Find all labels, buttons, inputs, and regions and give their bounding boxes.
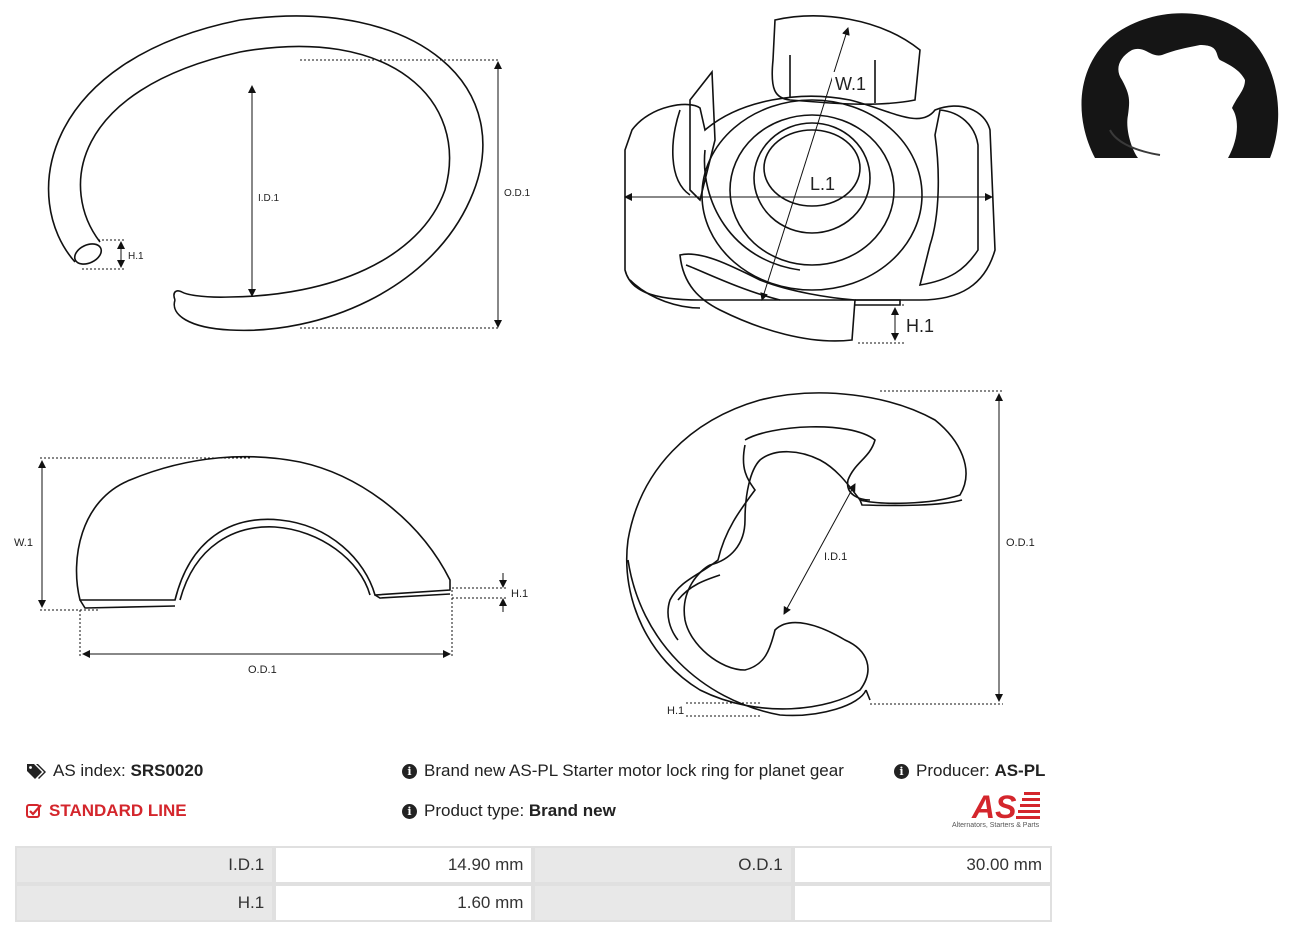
ring-top-drawing (47, 15, 502, 332)
spec-key: I.D.1 (15, 846, 275, 884)
standard-line-label: STANDARD LINE (49, 801, 187, 820)
side-view-h-label: H.1 (511, 588, 528, 600)
spec-value: 1.60 mm (274, 884, 534, 922)
info-circle-icon: i (402, 763, 417, 779)
table-row: H.1 1.60 mm (15, 884, 1052, 922)
iso-gear-drawing (624, 15, 996, 344)
ring-top-od-label: O.D.1 (504, 188, 531, 199)
spec-value: 14.90 mm (274, 846, 534, 884)
iso-gear-h-label: H.1 (906, 316, 934, 336)
info-circle-icon: i (402, 803, 417, 819)
producer-label: Producer: (916, 761, 990, 780)
iso-gear-w-label: W.1 (835, 74, 866, 94)
as-logo-mark: AS (971, 789, 1040, 825)
side-view-drawing (38, 455, 507, 658)
ring-top-h-label: H.1 (128, 251, 144, 262)
tags-icon (26, 763, 46, 779)
product-description: i Brand new AS-PL Starter motor lock rin… (402, 761, 844, 781)
check-square-icon (26, 803, 42, 819)
eclip-id-label: I.D.1 (824, 551, 847, 563)
technical-drawings: I.D.1 O.D.1 H.1 W.1 L.1 H.1 (14, 15, 1035, 717)
product-type-label: Product type: (424, 801, 525, 820)
eclip-iso-drawing (626, 390, 1003, 717)
spec-key: O.D.1 (533, 846, 793, 884)
logo-tagline: Alternators, Starters & Parts (952, 822, 1040, 829)
spec-value (792, 884, 1052, 922)
product-type-value: Brand new (528, 801, 616, 820)
table-row: I.D.1 14.90 mm O.D.1 30.00 mm (15, 846, 1052, 884)
iso-gear-l-label: L.1 (810, 174, 835, 194)
side-view-w-label: W.1 (14, 537, 33, 549)
eclip-od-label: O.D.1 (1006, 537, 1035, 549)
description-text: Brand new AS-PL Starter motor lock ring … (424, 761, 844, 780)
spec-table: I.D.1 14.90 mm O.D.1 30.00 mm H.1 1.60 m… (15, 846, 1052, 922)
as-index-label: AS index: (53, 761, 126, 780)
as-logo: AS Alternators, Starters & Parts (950, 788, 1055, 833)
side-view-od-label: O.D.1 (248, 664, 277, 676)
spec-key (533, 884, 793, 922)
standard-line: STANDARD LINE (26, 801, 187, 821)
svg-text:AS: AS (971, 789, 1017, 822)
spec-value: 30.00 mm (792, 846, 1052, 884)
product-type: i Product type: Brand new (402, 801, 616, 821)
product-photo (1081, 13, 1279, 158)
as-index-value: SRS0020 (130, 761, 204, 780)
producer-value: AS-PL (994, 761, 1046, 780)
info-circle-icon: i (894, 763, 909, 779)
as-index: AS index: SRS0020 (26, 761, 203, 781)
eclip-h-label: H.1 (667, 705, 684, 717)
producer: i Producer: AS-PL (894, 761, 1045, 781)
ring-top-id-label: I.D.1 (258, 193, 280, 204)
spec-key: H.1 (15, 884, 275, 922)
